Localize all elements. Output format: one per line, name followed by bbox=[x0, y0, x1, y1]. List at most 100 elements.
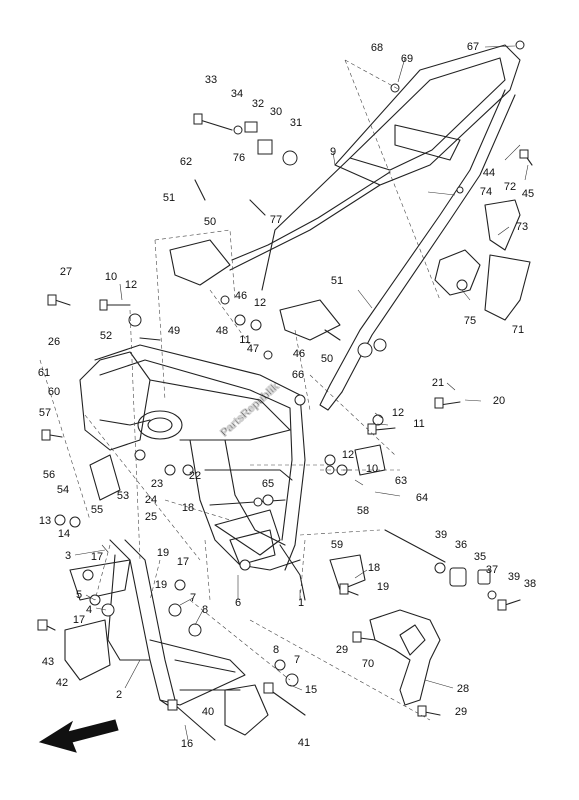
callout-12-d: 12 bbox=[342, 449, 354, 461]
callout-59: 59 bbox=[331, 539, 343, 551]
callout-21: 21 bbox=[432, 377, 444, 389]
callout-51-a: 51 bbox=[163, 192, 175, 204]
callout-60: 60 bbox=[48, 386, 60, 398]
callout-69: 69 bbox=[401, 53, 413, 65]
callout-32: 32 bbox=[252, 98, 264, 110]
callout-61: 61 bbox=[38, 367, 50, 379]
callout-45: 45 bbox=[522, 188, 534, 200]
callout-33: 33 bbox=[205, 74, 217, 86]
callout-8-b: 8 bbox=[273, 644, 279, 656]
callout-6: 6 bbox=[235, 597, 241, 609]
callout-58: 58 bbox=[357, 505, 369, 517]
callout-25: 25 bbox=[145, 511, 157, 523]
callout-3: 3 bbox=[65, 550, 71, 562]
callout-7-a: 7 bbox=[190, 592, 196, 604]
callout-52: 52 bbox=[100, 330, 112, 342]
callout-31: 31 bbox=[290, 117, 302, 129]
callout-68: 68 bbox=[371, 42, 383, 54]
callout-17-b: 17 bbox=[177, 556, 189, 568]
callout-53: 53 bbox=[117, 490, 129, 502]
callout-labels: 1 2 3 4 5 6 7 7 8 8 9 10 10 11 11 12 12 … bbox=[38, 41, 536, 750]
callout-7-b: 7 bbox=[294, 654, 300, 666]
callout-19-a: 19 bbox=[157, 547, 169, 559]
callout-49: 49 bbox=[168, 325, 180, 337]
callout-51-b: 51 bbox=[331, 275, 343, 287]
callout-43: 43 bbox=[42, 656, 54, 668]
callout-22: 22 bbox=[189, 470, 201, 482]
callout-76: 76 bbox=[233, 152, 245, 164]
callout-9: 9 bbox=[330, 146, 336, 158]
callout-39-b: 39 bbox=[508, 571, 520, 583]
front-direction-arrow bbox=[38, 719, 119, 753]
explode-guides bbox=[39, 59, 441, 721]
callout-11-a: 11 bbox=[239, 334, 250, 346]
callout-10-b: 10 bbox=[366, 463, 378, 475]
callout-50-a: 50 bbox=[204, 216, 216, 228]
callout-35: 35 bbox=[474, 551, 486, 563]
callout-63: 63 bbox=[395, 475, 407, 487]
callout-64: 64 bbox=[416, 492, 428, 504]
callout-75: 75 bbox=[464, 315, 476, 327]
callout-62: 62 bbox=[180, 156, 192, 168]
callout-4: 4 bbox=[86, 604, 92, 616]
callout-54: 54 bbox=[57, 484, 69, 496]
callout-56: 56 bbox=[43, 469, 55, 481]
callout-18-b: 18 bbox=[368, 562, 380, 574]
callout-77: 77 bbox=[270, 214, 282, 226]
callout-29-b: 29 bbox=[455, 706, 467, 718]
callout-67: 67 bbox=[467, 41, 479, 53]
callout-50-b: 50 bbox=[321, 353, 333, 365]
callout-28: 28 bbox=[457, 683, 469, 695]
callout-5: 5 bbox=[76, 589, 82, 601]
callout-17-a: 17 bbox=[91, 551, 103, 563]
main-frame-drawing bbox=[64, 44, 531, 736]
callout-55: 55 bbox=[91, 504, 103, 516]
callout-12-b: 12 bbox=[254, 297, 266, 309]
callout-70: 70 bbox=[362, 658, 374, 670]
callout-40: 40 bbox=[202, 706, 214, 718]
callout-29-a: 29 bbox=[336, 644, 348, 656]
callout-73: 73 bbox=[516, 221, 528, 233]
watermark: PartsRepublik bbox=[218, 380, 282, 439]
callout-30: 30 bbox=[270, 106, 282, 118]
callout-27: 27 bbox=[60, 266, 72, 278]
callout-1: 1 bbox=[298, 597, 304, 609]
callout-34: 34 bbox=[231, 88, 243, 100]
callout-13: 13 bbox=[39, 515, 51, 527]
callout-2: 2 bbox=[116, 689, 122, 701]
callout-8-a: 8 bbox=[202, 604, 208, 616]
callout-65: 65 bbox=[262, 478, 274, 490]
callout-44: 44 bbox=[483, 167, 495, 179]
callout-19-c: 19 bbox=[155, 579, 167, 591]
hardware-drawing bbox=[37, 40, 533, 741]
callout-48: 48 bbox=[216, 325, 228, 337]
callout-66: 66 bbox=[292, 369, 304, 381]
callout-16: 16 bbox=[181, 738, 193, 750]
callout-42: 42 bbox=[56, 677, 68, 689]
callout-72: 72 bbox=[504, 181, 516, 193]
callout-71: 71 bbox=[512, 324, 524, 336]
callout-19-b: 19 bbox=[377, 581, 389, 593]
callout-38: 38 bbox=[524, 578, 536, 590]
callout-23: 23 bbox=[151, 478, 163, 490]
callout-17-c: 17 bbox=[73, 614, 85, 626]
callout-10-a: 10 bbox=[105, 271, 117, 283]
callout-37: 37 bbox=[486, 564, 498, 576]
callout-46-b: 46 bbox=[293, 348, 305, 360]
callout-14: 14 bbox=[58, 528, 70, 540]
callout-47: 47 bbox=[247, 343, 259, 355]
callout-15: 15 bbox=[305, 684, 317, 696]
callout-46-a: 46 bbox=[235, 290, 247, 302]
callout-57: 57 bbox=[39, 407, 51, 419]
callout-24: 24 bbox=[145, 494, 157, 506]
callout-36: 36 bbox=[455, 539, 467, 551]
callout-74: 74 bbox=[480, 186, 492, 198]
callout-39-a: 39 bbox=[435, 529, 447, 541]
callout-20: 20 bbox=[493, 395, 505, 407]
callout-12-c: 12 bbox=[392, 407, 404, 419]
callout-18-a: 18 bbox=[182, 502, 194, 514]
callout-12-a: 12 bbox=[125, 279, 137, 291]
callout-11-b: 11 bbox=[413, 418, 424, 430]
callout-26: 26 bbox=[48, 336, 60, 348]
